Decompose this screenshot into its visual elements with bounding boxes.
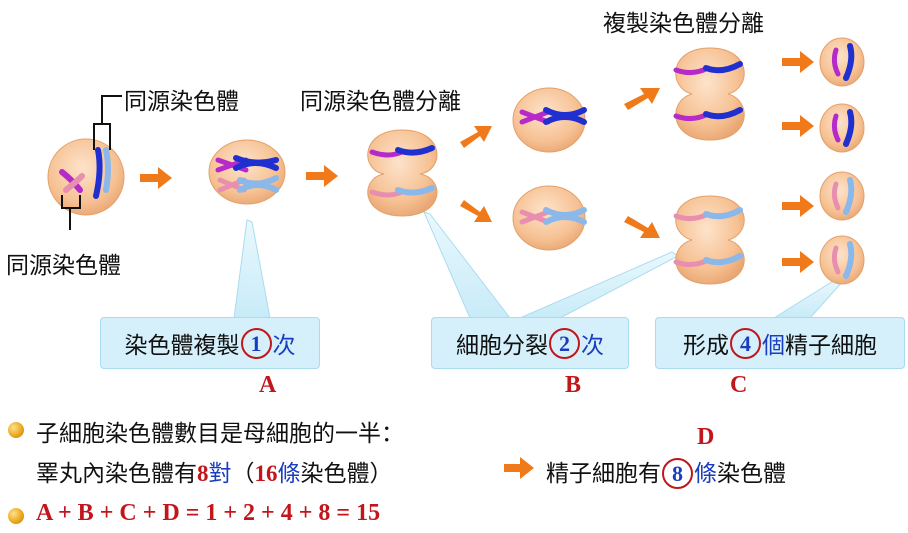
bracket-top (93, 95, 122, 150)
callout-a-suffix: 次 (272, 333, 296, 359)
cell-meiosis-2-top (673, 47, 745, 141)
summary-result-number: 8 (662, 458, 693, 489)
callout-a-number: 1 (240, 327, 272, 359)
summary-equation: A + B + C + D = 1 + 2 + 4 + 8 = 15 (36, 500, 381, 526)
daughter-cell-bottom (512, 185, 587, 251)
summary-result-word: 條 (694, 461, 717, 487)
callout-b-suffix: 次 (581, 333, 604, 359)
summary-open-paren: （ (231, 461, 255, 487)
arrow-4-top (624, 88, 660, 110)
letter-a: A (259, 372, 277, 398)
letter-c: C (730, 372, 748, 398)
summary-pairs-word: 對 (208, 461, 232, 487)
label-homologous-top: 同源染色體 (124, 89, 239, 115)
summary-chromosome-word: 條 (277, 461, 301, 487)
arrow-4-bottom (624, 216, 660, 238)
cell-meiosis-2-bottom (673, 195, 745, 285)
callout-c-suffix: 個 (762, 333, 785, 359)
label-homologous-separation: 同源染色體分離 (300, 89, 461, 115)
arrow-3-down (460, 200, 492, 222)
arrow-2 (306, 165, 338, 187)
callout-c-number: 4 (730, 327, 761, 359)
callout-b-pointer-2 (519, 251, 679, 319)
arrow-5-2 (782, 115, 814, 137)
callout-b-prefix: 細胞分裂 (456, 333, 548, 359)
sperm-cell-3 (819, 171, 865, 221)
arrow-1 (140, 167, 172, 189)
daughter-cell-top (512, 87, 587, 153)
letter-d: D (697, 424, 715, 450)
summary-result-prefix: 精子細胞有 (546, 461, 661, 487)
callout-a-pointer (233, 219, 271, 319)
label-homologous-bottom: 同源染色體 (6, 253, 121, 279)
label-sister-separation: 複製染色體分離 (603, 11, 764, 37)
summary-chromosome-number: 16 (254, 461, 278, 486)
bullet-icon-2 (8, 508, 24, 524)
summary-result-suffix: 染色體 (717, 461, 786, 487)
summary-line-2-prefix: 睪丸內染色體有 (36, 461, 197, 487)
summary-arrow (504, 457, 534, 479)
callout-c-prefix: 形成 (683, 333, 729, 359)
cell-meiosis-1 (367, 129, 438, 217)
callout-c-pointer (772, 277, 845, 319)
mother-cell (47, 138, 125, 216)
callout-b-pointer (423, 211, 512, 319)
summary-pairs-number: 8 (197, 461, 209, 486)
callout-c-tail: 精子細胞 (785, 333, 877, 359)
arrow-3-up (460, 126, 492, 148)
bracket-bottom (61, 195, 81, 230)
bullet-icon (8, 422, 24, 438)
cell-replicated (208, 139, 286, 205)
summary-line-2: 睪丸內染色體有8對（16條染色體） (36, 454, 393, 488)
callout-a-prefix: 染色體複製 (124, 333, 240, 359)
callout-b-number: 2 (549, 327, 580, 359)
sperm-cell-2 (819, 103, 865, 153)
sperm-cell-4 (819, 235, 865, 285)
arrow-5-3 (782, 195, 814, 217)
arrow-5-1 (782, 51, 814, 73)
summary-close: 染色體） (300, 461, 393, 487)
letter-b: B (565, 372, 582, 398)
arrow-5-4 (782, 251, 814, 273)
sperm-cell-1 (819, 37, 865, 87)
summary-line-1: 子細胞染色體數目是母細胞的一半： (36, 421, 404, 447)
